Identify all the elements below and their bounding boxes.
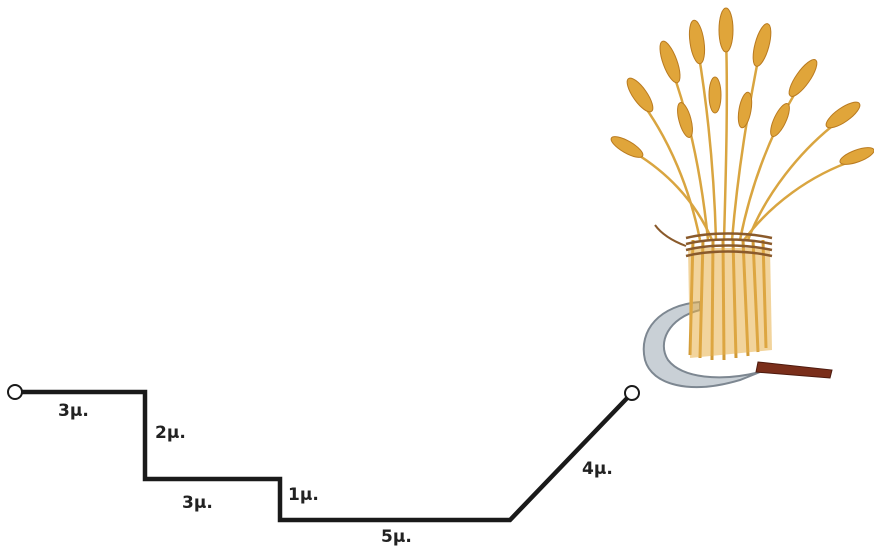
segment-label-1: 3μ. [58,401,89,421]
segment-label-2: 2μ. [155,423,186,443]
start-point-icon [7,384,23,400]
wheat-sheaf-with-sickle-icon [610,7,874,388]
route-path [15,389,634,523]
segment-label-4: 1μ. [288,485,319,505]
segment-label-6: 4μ. [582,459,613,479]
segment-label-5: 5μ. [381,527,412,547]
end-point-icon [624,385,640,401]
segment-label-3: 3μ. [182,493,213,513]
